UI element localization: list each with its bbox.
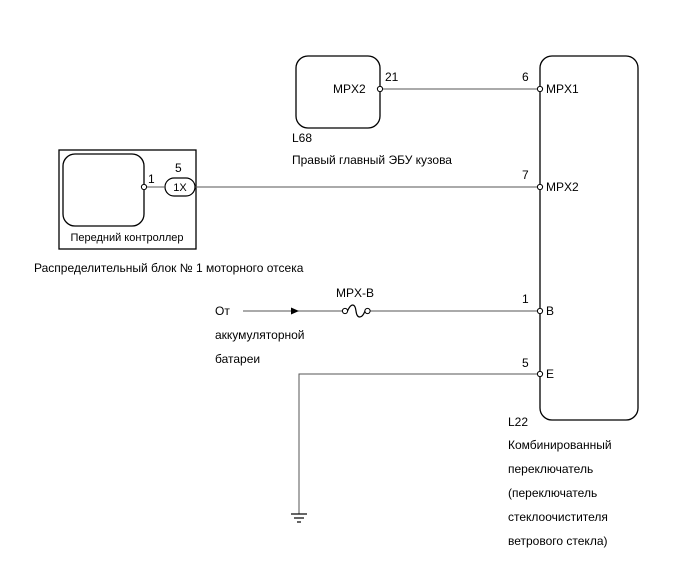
ecu-l68-code: L68 xyxy=(292,131,312,145)
switch-l22: 6 MPX1 7 MPX2 1 B 5 E L22 Комбинированны… xyxy=(508,55,639,548)
fuse-terminal xyxy=(341,307,349,315)
front-controller-label: Передний контроллер xyxy=(70,232,183,244)
switch-l22-pin-number: 1 xyxy=(522,292,529,306)
junction-block: 1 5 1X Передний контроллер Распределител… xyxy=(34,149,304,275)
connector-pin-number: 5 xyxy=(175,161,182,175)
ecu-l68: MPX2 21 L68 Правый главный ЭБУ кузова xyxy=(292,55,452,167)
front-controller-pin-number: 1 xyxy=(148,172,155,186)
fuse-terminal xyxy=(364,307,371,315)
ecu-l68-terminal xyxy=(376,85,384,93)
switch-l22-name-line: (переключатель xyxy=(508,486,597,500)
switch-l22-pin-label: B xyxy=(546,304,554,318)
front-controller-terminal xyxy=(140,183,148,191)
switch-l22-pin-label: MPX1 xyxy=(546,82,579,96)
junction-block-frame xyxy=(58,149,197,250)
direction-arrow xyxy=(291,307,299,315)
switch-l22-terminal xyxy=(536,183,544,191)
junction-block-label: Распределительный блок № 1 моторного отс… xyxy=(34,261,304,275)
connector-label: 1X xyxy=(173,182,187,194)
switch-l22-pin-number: 6 xyxy=(522,70,529,84)
ground-icon xyxy=(291,513,307,523)
ecu-l68-name: Правый главный ЭБУ кузова xyxy=(292,153,452,167)
battery-source-line: От xyxy=(215,304,230,318)
front-controller-body xyxy=(62,153,145,227)
switch-l22-terminal xyxy=(536,307,544,315)
switch-l22-terminal xyxy=(536,370,544,378)
switch-l22-name-line: Комбинированный xyxy=(508,438,612,452)
ecu-l68-pin-label: MPX2 xyxy=(333,82,366,96)
battery-source: От аккумуляторной батареи xyxy=(215,304,305,366)
fuse-label: MPX-B xyxy=(336,286,374,300)
switch-l22-name-line: переключатель xyxy=(508,462,593,476)
wire-ground xyxy=(298,373,537,514)
switch-l22-terminal xyxy=(536,85,544,93)
switch-l22-pin-label: E xyxy=(546,367,554,381)
fuse-mpx-b: MPX-B xyxy=(336,286,374,318)
switch-l22-code: L22 xyxy=(508,415,528,429)
ecu-l68-pin-number: 21 xyxy=(385,70,399,84)
switch-l22-name-line: ветрового стекла) xyxy=(508,534,608,548)
switch-l22-pin-label: MPX2 xyxy=(546,180,579,194)
battery-source-line: батареи xyxy=(215,352,260,366)
battery-source-line: аккумуляторной xyxy=(215,328,305,342)
switch-l22-name-line: стеклоочистителя xyxy=(508,510,608,524)
wires xyxy=(147,88,537,514)
switch-l22-pin-number: 5 xyxy=(522,356,529,370)
switch-l22-pin-number: 7 xyxy=(522,168,529,182)
fuse-symbol xyxy=(346,304,366,318)
switch-l22-body xyxy=(539,55,639,421)
